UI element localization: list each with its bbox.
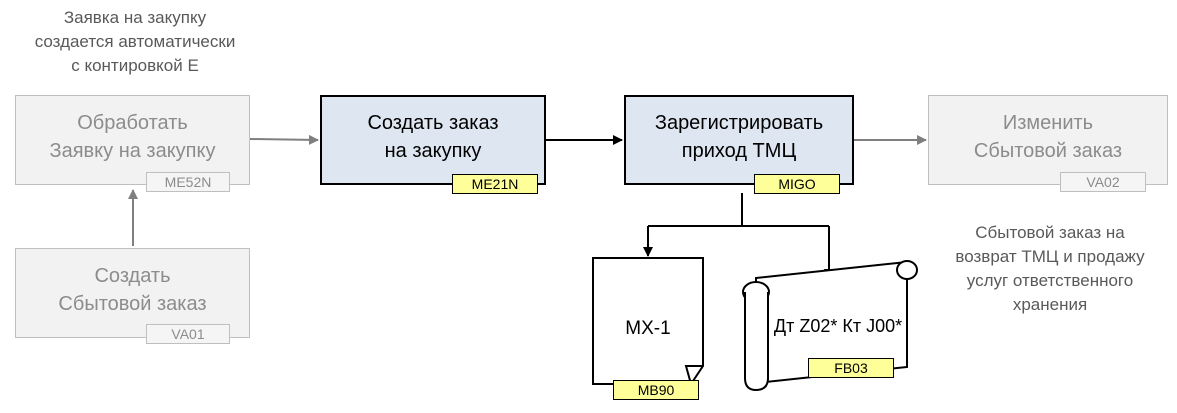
process-purchase-request-box[interactable]: Обработать Заявку на закупку — [15, 95, 250, 185]
posting-label: Дт Z02* Кт J00* — [773, 316, 903, 336]
create-purchase-order-label: Создать заказ на закупку — [367, 112, 499, 162]
register-receipt-label: Зарегистрировать приход ТМЦ — [654, 112, 824, 162]
document-label: МХ-1 — [625, 318, 671, 339]
va02-tag: VA02 — [1060, 172, 1146, 192]
me21n-tag: ME21N — [452, 174, 538, 194]
create-sales-order-box[interactable]: Создать Сбытовой заказ — [15, 248, 250, 338]
process-purchase-request-label: Обработать Заявку на закупку — [49, 112, 216, 162]
va01-tag: VA01 — [146, 324, 230, 344]
sales-order-note: Сбытовой заказ на возврат ТМЦ и продажу … — [955, 223, 1145, 314]
register-receipt-box[interactable]: Зарегистрировать приход ТМЦ — [624, 95, 854, 185]
fb03-tag: FB03 — [808, 358, 894, 378]
change-sales-order-box[interactable]: Изменить Сбытовой заказ — [928, 95, 1168, 185]
migo-tag: MIGO — [754, 174, 840, 194]
arrow-process-to-order — [249, 134, 319, 145]
change-sales-order-label: Изменить Сбытовой заказ — [973, 112, 1123, 162]
mb90-tag: MB90 — [613, 380, 699, 400]
auto-request-note: Заявка на закупку создается автоматическ… — [34, 8, 236, 75]
scroll-shape — [742, 260, 918, 392]
create-purchase-order-box[interactable]: Создать заказ на закупку — [320, 95, 546, 185]
document-shape — [592, 257, 704, 385]
create-sales-order-label: Создать Сбытовой заказ — [58, 265, 207, 315]
me52n-tag: ME52N — [146, 172, 230, 192]
